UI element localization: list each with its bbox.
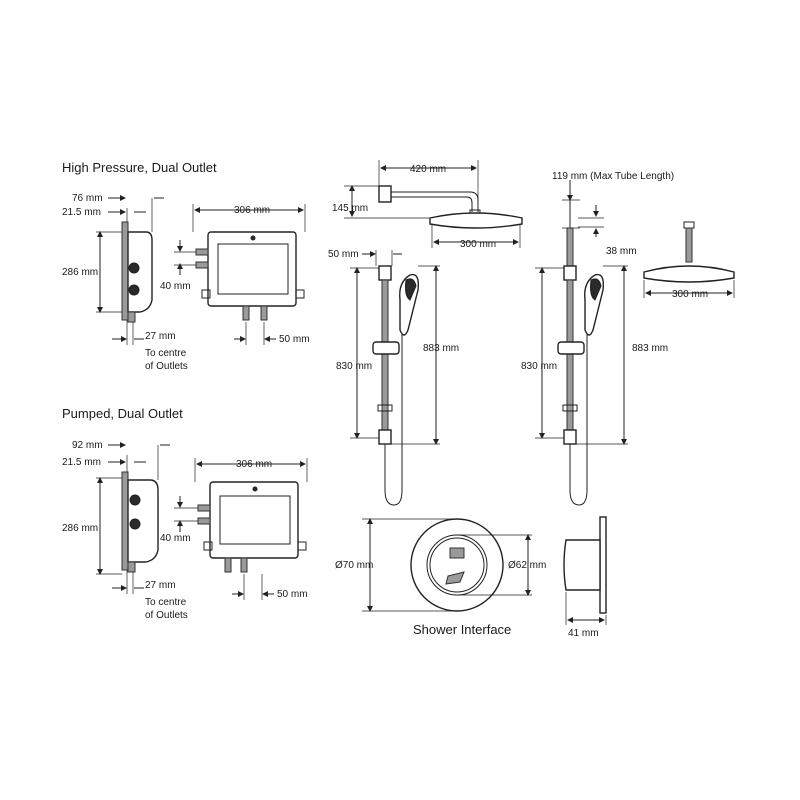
dim-hp-306: 306 mm xyxy=(234,205,270,216)
dim-ceiling-38: 38 mm xyxy=(606,246,637,257)
dim-interface-70: Ø70 mm xyxy=(335,560,373,571)
dim-hp-40: 40 mm xyxy=(160,281,191,292)
dim-hp-50: 50 mm xyxy=(279,334,310,345)
pumped-side-view xyxy=(96,442,170,594)
dim-rail-883: 883 mm xyxy=(423,343,459,354)
dim-hp-to-centre: To centre xyxy=(145,348,187,359)
dim-pumped-50: 50 mm xyxy=(277,589,308,600)
dim-hp-76: 76 mm xyxy=(72,193,103,204)
hp-side-view xyxy=(96,195,164,345)
dim-pumped-286: 286 mm xyxy=(62,523,98,534)
dim-interface-62: Ø62 mm xyxy=(508,560,546,571)
dim-hp-21-5: 21.5 mm xyxy=(62,207,101,218)
dim-rail-50: 50 mm xyxy=(328,249,359,260)
dim-hp-27: 27 mm xyxy=(145,331,176,342)
dim-hp-of-outlets: of Outlets xyxy=(145,361,188,372)
dim-pumped-92: 92 mm xyxy=(72,440,103,451)
dim-wall-300: 300 mm xyxy=(460,239,496,250)
pumped-front-view xyxy=(174,458,308,600)
dim-interface-41: 41 mm xyxy=(568,628,599,639)
dim-ceiling-883: 883 mm xyxy=(632,343,668,354)
dim-pumped-to-centre: To centre xyxy=(145,597,187,608)
heading-high-pressure: High Pressure, Dual Outlet xyxy=(62,160,217,175)
heading-shower-interface: Shower Interface xyxy=(413,622,511,637)
dim-hp-286: 286 mm xyxy=(62,267,98,278)
dim-ceiling-830: 830 mm xyxy=(521,361,557,372)
dim-pumped-306: 306 mm xyxy=(236,459,272,470)
dim-wall-145: 145 mm xyxy=(332,203,368,214)
shower-interface-side xyxy=(563,516,607,625)
heading-pumped: Pumped, Dual Outlet xyxy=(62,406,183,421)
dim-ceiling-300: 300 mm xyxy=(672,289,708,300)
ceiling-rail-kit xyxy=(535,180,735,506)
dim-pumped-27: 27 mm xyxy=(145,580,176,591)
dim-ceiling-119: 119 mm (Max Tube Length) xyxy=(552,171,674,182)
wall-arm-rail-kit xyxy=(344,160,523,506)
dim-pumped-of-outlets: of Outlets xyxy=(145,610,188,621)
dim-pumped-21-5: 21.5 mm xyxy=(62,457,101,468)
shower-interface-front xyxy=(362,518,532,612)
dim-rail-830: 830 mm xyxy=(336,361,372,372)
hp-front-view xyxy=(174,204,306,345)
dim-wall-420: 420 mm xyxy=(410,164,446,175)
dim-pumped-40: 40 mm xyxy=(160,533,191,544)
